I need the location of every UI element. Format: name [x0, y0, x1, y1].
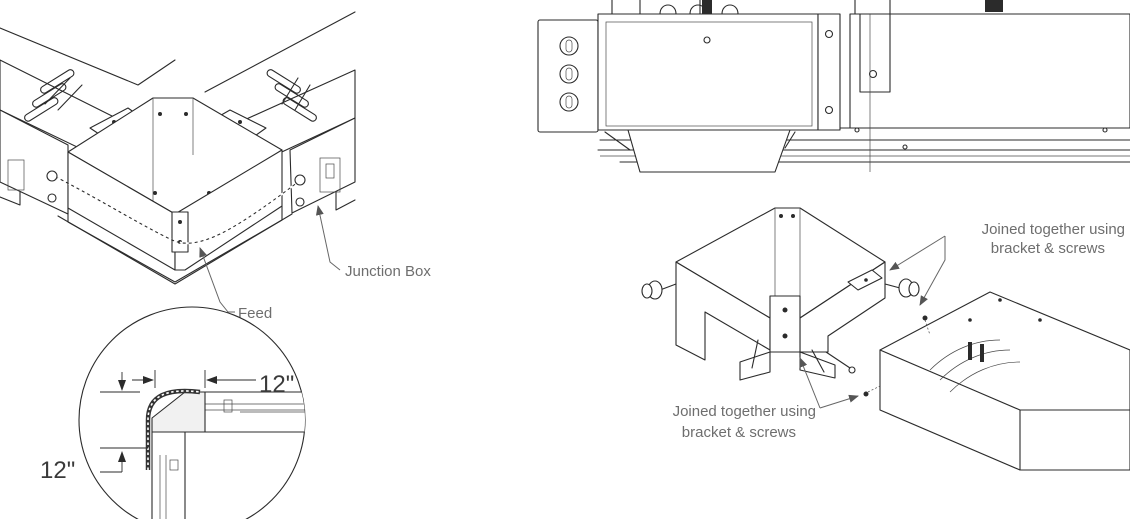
- vent-slots-right: [266, 69, 317, 122]
- joined-right-label-line1: Joined together using: [982, 221, 1125, 238]
- vent-slots-left: [24, 69, 83, 122]
- junction-box-callout: Junction Box: [315, 205, 431, 280]
- cable-connector-left: [641, 280, 677, 300]
- junction-box-label: Junction Box: [345, 263, 431, 280]
- corner-assembly-view: [0, 11, 356, 285]
- cable-connector-right: [884, 278, 920, 298]
- joined-bottom-label-line1: Joined together using: [673, 403, 816, 420]
- joined-right-label-line2: bracket & screws: [991, 240, 1105, 257]
- feed-label: Feed: [238, 305, 272, 322]
- knockout-icons: [559, 36, 579, 112]
- detail-circle-view: 12" 12": [40, 306, 306, 519]
- dimension-top-label: 12": [259, 371, 294, 398]
- side-elevation-view: [537, 0, 1130, 173]
- joined-bottom-label-line2: bracket & screws: [682, 424, 796, 441]
- dimension-left-label: 12": [40, 457, 75, 484]
- joined-bottom-callout: Joined together using bracket & screws: [673, 357, 859, 441]
- joined-right-callout: Joined together using bracket & screws: [889, 221, 1125, 306]
- exploded-corner-view: [641, 207, 1130, 471]
